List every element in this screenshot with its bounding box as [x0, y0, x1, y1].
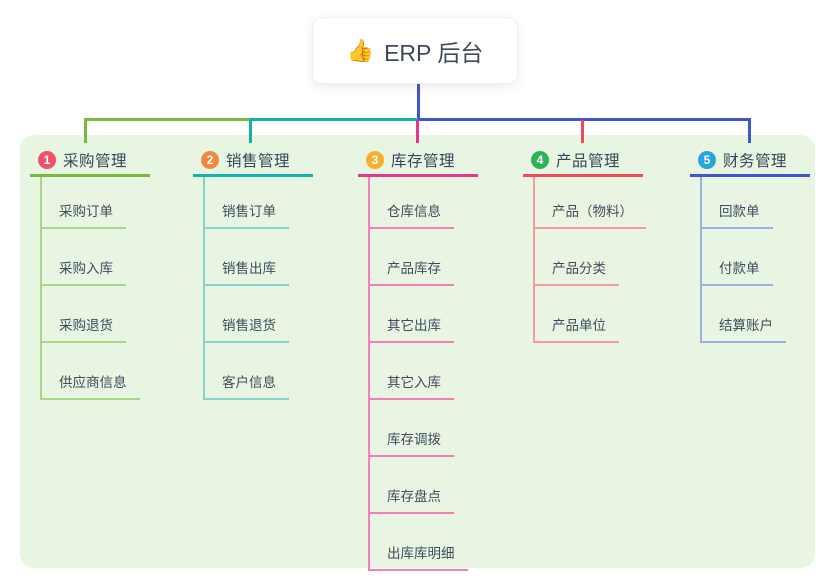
connector-horizontal-segment [418, 118, 751, 121]
branch-库存管理: 3 库存管理仓库信息产品库存其它出库其它入库库存调拨库存盘点出库库明细 [358, 145, 478, 571]
mindmap-node-item[interactable]: 产品库存 [370, 229, 454, 286]
mindmap-node-item[interactable]: 库存盘点 [370, 457, 454, 514]
branch-items: 销售订单销售出库销售退货客户信息 [203, 177, 289, 400]
connector-branch-drop [581, 120, 584, 143]
branch-heading[interactable]: 2 销售管理 [193, 145, 313, 177]
branch-index-badge: 5 [698, 150, 716, 169]
branch-index-badge: 1 [38, 150, 56, 169]
connector-branch-drop [748, 120, 751, 143]
mindmap-node-item[interactable]: 其它入库 [370, 343, 454, 400]
connector-branch-drop [249, 120, 252, 143]
branch-label: 销售管理 [226, 152, 291, 170]
mindmap-node-item[interactable]: 结算账户 [702, 286, 786, 343]
mindmap-node-item[interactable]: 销售退货 [205, 286, 289, 343]
branch-销售管理: 2 销售管理销售订单销售出库销售退货客户信息 [193, 145, 313, 400]
mindmap-node-item[interactable]: 付款单 [702, 229, 773, 286]
mindmap-node-item[interactable]: 回款单 [702, 177, 773, 229]
branch-items: 回款单付款单结算账户 [700, 177, 786, 343]
branch-label: 库存管理 [391, 152, 456, 170]
mindmap-node-item[interactable]: 采购入库 [42, 229, 126, 286]
branch-index-badge: 4 [531, 150, 549, 169]
mindmap-node-item[interactable]: 仓库信息 [370, 177, 454, 229]
branch-label: 采购管理 [63, 152, 128, 170]
root-node[interactable]: 👍 ERP 后台 [312, 17, 518, 84]
thumbs-up-icon: 👍 [346, 37, 375, 63]
mindmap-node-item[interactable]: 产品单位 [535, 286, 619, 343]
branch-产品管理: 4 产品管理产品（物料）产品分类产品单位 [523, 145, 646, 343]
branch-label: 财务管理 [723, 152, 788, 170]
connector-horizontal-segment [84, 118, 251, 121]
branch-label: 产品管理 [556, 152, 621, 170]
branch-index-badge: 2 [201, 150, 219, 169]
mindmap-node-item[interactable]: 采购退货 [42, 286, 126, 343]
connector-branch-drop [416, 120, 419, 143]
branch-heading[interactable]: 1 采购管理 [30, 145, 150, 177]
mindmap-node-item[interactable]: 采购订单 [42, 177, 126, 229]
mindmap-node-item[interactable]: 库存调拨 [370, 400, 454, 457]
branch-财务管理: 5 财务管理回款单付款单结算账户 [690, 145, 810, 343]
branch-items: 仓库信息产品库存其它出库其它入库库存调拨库存盘点出库库明细 [368, 177, 468, 571]
mindmap-node-item[interactable]: 其它出库 [370, 286, 454, 343]
root-title: ERP 后台 [384, 39, 484, 66]
branch-heading[interactable]: 5 财务管理 [690, 145, 810, 177]
mindmap-node-item[interactable]: 销售出库 [205, 229, 289, 286]
mindmap-node-item[interactable]: 产品（物料） [535, 177, 646, 229]
connector-root-vertical [417, 84, 420, 120]
mindmap-node-item[interactable]: 供应商信息 [42, 343, 140, 400]
connector-horizontal-segment [250, 118, 418, 121]
branch-items: 产品（物料）产品分类产品单位 [533, 177, 646, 343]
mindmap-node-item[interactable]: 客户信息 [205, 343, 289, 400]
mindmap-node-item[interactable]: 销售订单 [205, 177, 289, 229]
branch-采购管理: 1 采购管理采购订单采购入库采购退货供应商信息 [30, 145, 150, 400]
mindmap-node-item[interactable]: 产品分类 [535, 229, 619, 286]
branches-panel [20, 135, 815, 568]
branch-items: 采购订单采购入库采购退货供应商信息 [40, 177, 140, 400]
branch-index-badge: 3 [366, 150, 384, 169]
mindmap-node-item[interactable]: 出库库明细 [370, 514, 468, 571]
connector-branch-drop [84, 120, 87, 143]
branch-heading[interactable]: 3 库存管理 [358, 145, 478, 177]
branch-heading[interactable]: 4 产品管理 [523, 145, 643, 177]
